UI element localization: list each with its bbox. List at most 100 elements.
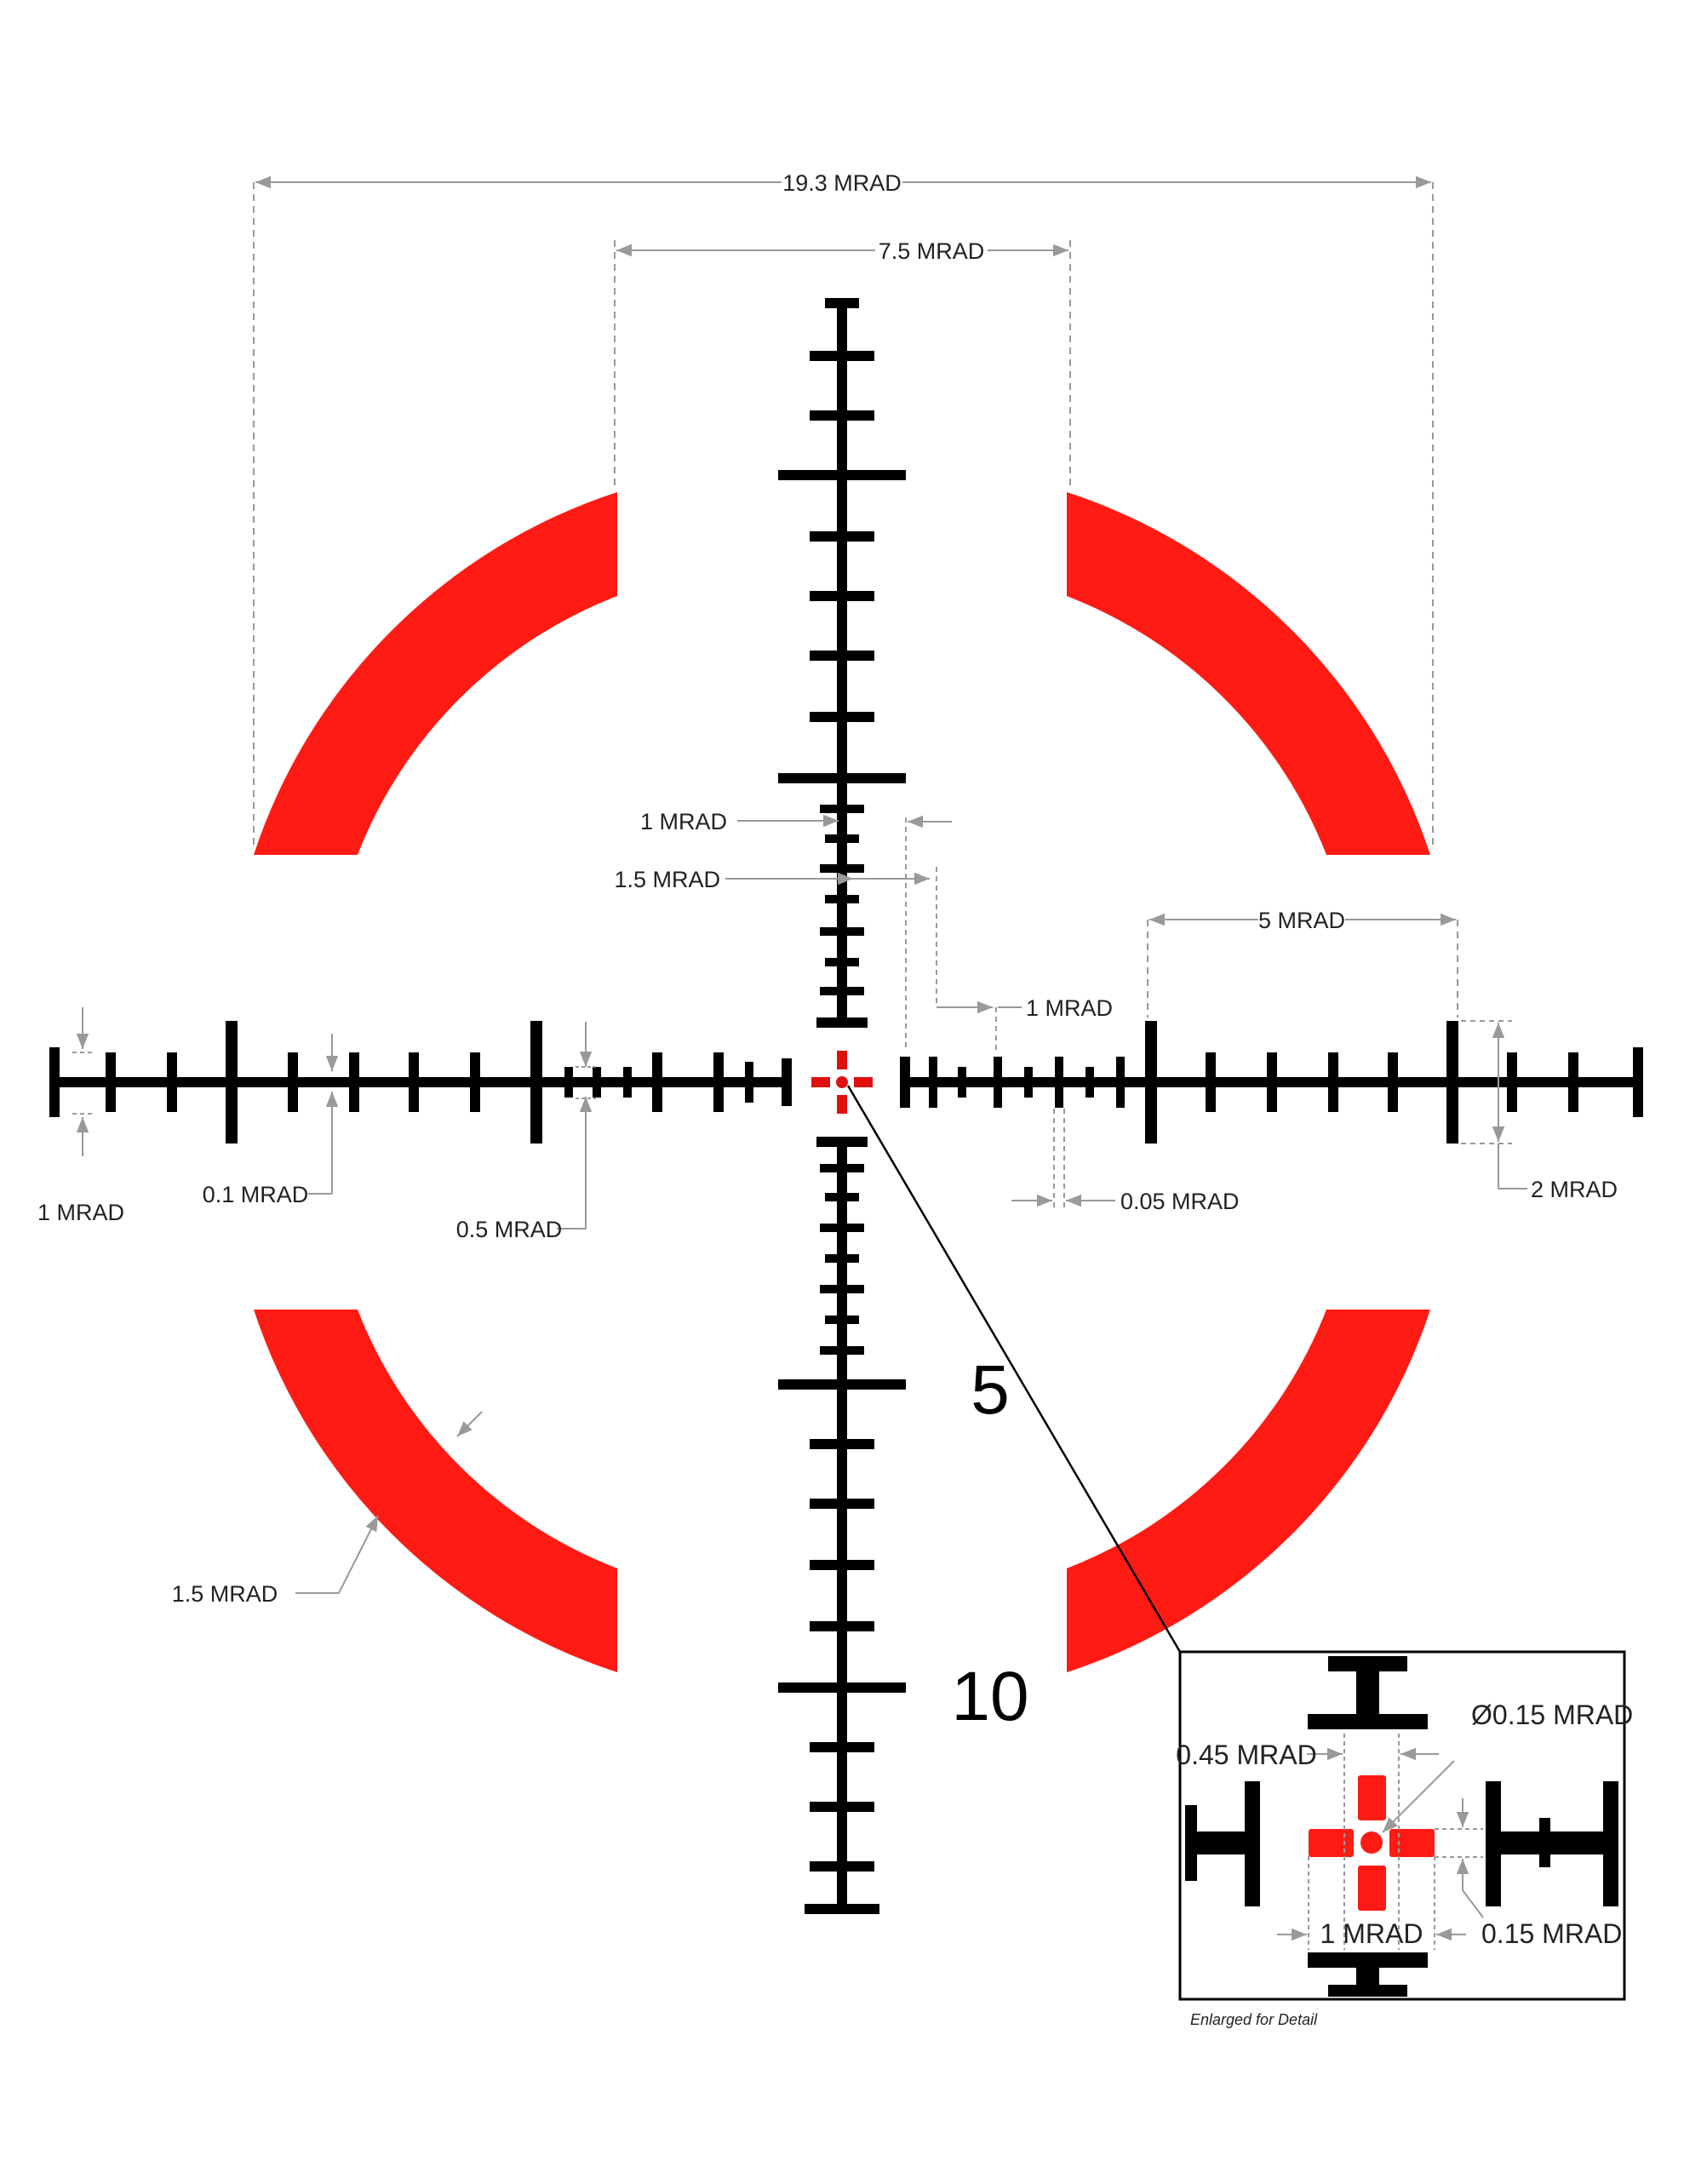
right-tick [1568,1052,1578,1112]
left-major-tick [530,1021,542,1144]
ring-segment-top-left [254,492,617,855]
left-half-tick [593,1067,601,1098]
label-1-mrad-right: 1 MRAD [1026,995,1113,1021]
top-fine-tick [820,987,864,995]
inset-post-bottom-bar [1308,1952,1428,1968]
right-inner-end [900,1057,910,1108]
inset-center-bar-left [1309,1829,1354,1857]
inset-post-top-cap [1328,1656,1407,1671]
horizontal-bar-left [51,1077,792,1087]
right-tick [1267,1052,1277,1112]
bottom-fine-tick [820,1285,864,1293]
ring-segment-bottom-right [1067,1310,1430,1672]
right-fine-tick [1085,1067,1094,1098]
bottom-inner-end [816,1137,868,1147]
top-fine-tick [825,958,859,966]
top-tick [810,591,874,601]
top-end-cap [825,298,859,308]
center-aiming-point [811,1051,873,1114]
left-inner-tick [745,1062,753,1103]
bottom-fine-tick [820,1346,864,1355]
right-tick [1388,1052,1398,1112]
dimension-labels: 19.3 MRAD 7.5 MRAD 5 MRAD 1 MRAD 1.5 MRA… [37,170,1618,1607]
label-0-05-mrad: 0.05 MRAD [1120,1189,1240,1214]
inset-center-dot [1360,1831,1383,1854]
left-half-tick [564,1067,573,1098]
label-5-mrad: 5 MRAD [1258,908,1345,933]
right-fine-tick [1024,1067,1033,1098]
top-fine-tick [820,805,864,813]
vertical-bar-bottom [837,1138,847,1909]
right-fine-tick [929,1057,937,1108]
top-fine-tick [825,895,859,903]
right-fine-tick [958,1067,966,1098]
label-1-mrad-top: 1 MRAD [640,809,727,834]
dimension-annotations [72,175,1527,1594]
left-tick [713,1052,724,1112]
inset-post-right-cap [1603,1781,1618,1906]
reticle-crosshair [49,298,1643,1914]
left-tick [470,1052,480,1112]
top-fine-tick [820,927,864,936]
center-bar-right [854,1077,873,1087]
left-tick [288,1052,298,1112]
left-end-cap [49,1047,60,1117]
bottom-fine-tick [825,1254,859,1263]
inset-leader-line [846,1085,1182,1653]
label-7-5-mrad: 7.5 MRAD [879,238,985,264]
label-1-5-mrad-ring: 1.5 MRAD [172,1581,278,1607]
bottom-tick [810,1861,874,1872]
bottom-tick [810,1499,874,1509]
inset-label-0-15-mrad: 0.15 MRAD [1481,1918,1622,1949]
top-fine-tick [825,834,859,843]
label-1-5-mrad-top: 1.5 MRAD [614,867,720,892]
right-tick [1328,1052,1338,1112]
bottom-major-tick [778,1379,906,1390]
top-fine-tick [820,864,864,873]
top-tick [810,351,874,361]
inset-label-1-mrad: 1 MRAD [1320,1918,1423,1949]
inset-post-left-cap [1185,1805,1197,1881]
center-bar-top [837,1051,847,1069]
inset-center-bar-right [1389,1829,1435,1857]
top-tick [810,410,874,421]
range-number-5: 5 [971,1351,1010,1429]
inset-label-0-45-mrad: 0.45 MRAD [1176,1740,1316,1770]
left-tick [167,1052,177,1112]
bottom-tick [810,1742,874,1752]
left-half-tick [623,1067,632,1098]
inset-caption: Enlarged for Detail [1190,2011,1318,2028]
center-bar-left [811,1077,830,1087]
inset-center-bar-bottom [1358,1866,1386,1911]
top-inner-end [816,1017,868,1028]
bottom-tick [810,1621,874,1631]
center-bar-bottom [837,1095,847,1114]
label-1-mrad-left: 1 MRAD [37,1200,124,1225]
bottom-fine-tick [825,1316,859,1324]
right-end-cap [1633,1047,1643,1117]
label-2-mrad: 2 MRAD [1531,1177,1618,1202]
top-major-tick [778,470,906,480]
inset-post-right-bar [1486,1781,1501,1906]
label-0-5-mrad: 0.5 MRAD [456,1217,563,1242]
right-tick [1507,1052,1517,1112]
inset-center-bar-top [1358,1775,1386,1820]
bottom-fine-tick [820,1224,864,1232]
left-major-tick [226,1021,238,1144]
right-fine-tick [1116,1057,1125,1108]
inset-post-left-bar [1245,1781,1260,1906]
left-tick [349,1052,359,1112]
bottom-tick [810,1439,874,1449]
left-tick [652,1052,662,1112]
label-0-1-mrad: 0.1 MRAD [203,1182,309,1207]
left-tick [106,1052,116,1112]
top-tick [810,651,874,661]
right-major-tick [1446,1021,1458,1144]
ring-segment-bottom-left [254,1310,617,1672]
outer-ring-segments [254,492,1430,1672]
top-tick [810,712,874,722]
label-19-3-mrad: 19.3 MRAD [782,170,902,196]
ring-segment-top-right [1067,492,1430,855]
bottom-end-cap [805,1904,879,1914]
